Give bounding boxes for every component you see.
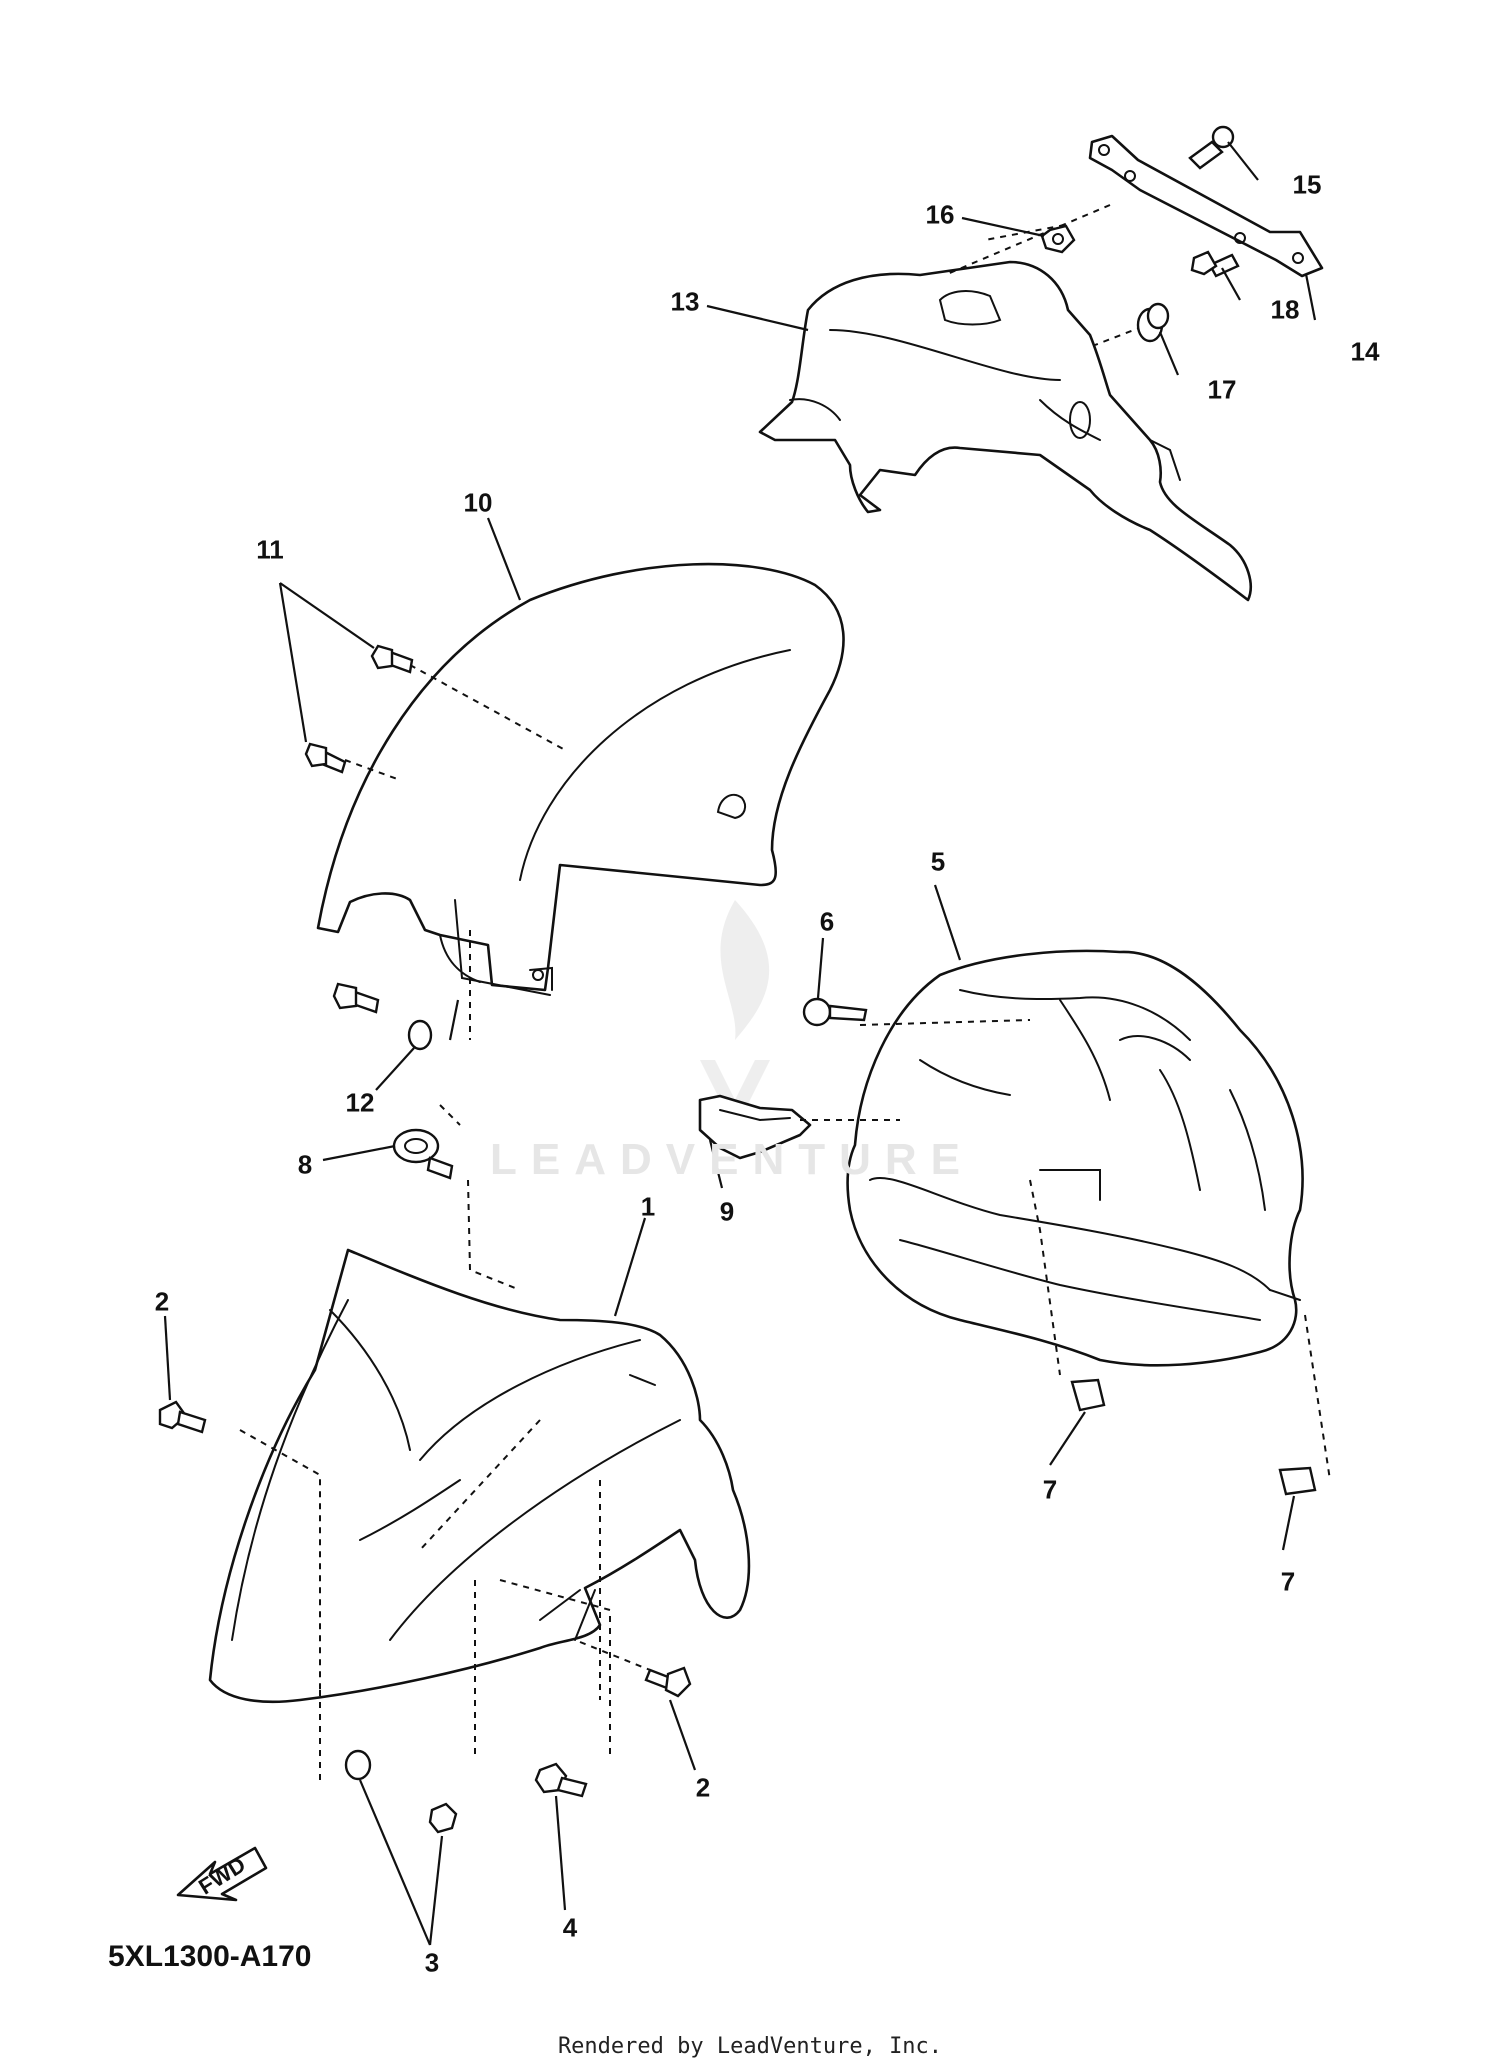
callout-2b: 2 <box>695 1772 711 1803</box>
part-1-front-fender <box>208 1248 751 1704</box>
callout-10: 10 <box>463 487 493 518</box>
clip-7b-icon <box>1278 1466 1317 1496</box>
callout-3: 3 <box>424 1947 440 1978</box>
nut-3a-icon <box>344 1749 372 1781</box>
nut-3b-icon <box>428 1802 458 1834</box>
watermark-logo <box>700 900 770 1130</box>
callout-11: 11 <box>256 534 284 565</box>
bolt-2b-icon <box>644 1666 692 1698</box>
bolt-12-icon <box>332 982 380 1014</box>
callout-13: 13 <box>670 286 700 317</box>
callout-16: 16 <box>925 199 955 230</box>
callout-8: 8 <box>297 1149 313 1180</box>
fwd-arrow-icon: FWD <box>176 1846 268 1902</box>
callout-18: 18 <box>1270 294 1300 325</box>
dashed-assembly-lines <box>239 204 1331 1780</box>
callout-7a: 7 <box>1042 1474 1058 1505</box>
callout-5: 5 <box>930 846 946 877</box>
callout-14: 14 <box>1350 336 1380 367</box>
bolt-11b-icon <box>304 742 347 774</box>
nut-16-icon <box>1040 224 1076 254</box>
bolt-18-icon <box>1190 250 1240 278</box>
grommet-8-icon <box>392 1128 454 1180</box>
callout-4: 4 <box>562 1912 578 1943</box>
bolt-6-icon <box>802 997 868 1027</box>
clip-7a-icon <box>1070 1378 1106 1412</box>
callout-6: 6 <box>819 906 835 937</box>
bolt-15-icon <box>1188 125 1235 170</box>
part-13-rear-fender <box>758 260 1252 602</box>
callout-7b: 7 <box>1280 1566 1296 1597</box>
callout-9: 9 <box>719 1196 735 1227</box>
part-9-clip <box>698 1094 812 1160</box>
bolt-11a-icon <box>370 644 414 674</box>
footer-credit: Rendered by LeadVenture, Inc. <box>557 2034 943 2059</box>
callout-17: 17 <box>1207 374 1237 405</box>
bolt-2a-icon <box>158 1400 207 1434</box>
grommet-17-icon <box>1136 302 1170 343</box>
callout-12: 12 <box>345 1087 375 1118</box>
part-14-bracket <box>1088 134 1324 278</box>
washer-12-icon <box>407 1019 433 1051</box>
leader-lines <box>163 141 1317 1946</box>
part-5-inner-liner <box>846 949 1304 1367</box>
callout-2a: 2 <box>154 1286 170 1317</box>
callout-1: 1 <box>640 1191 656 1222</box>
bolt-4-icon <box>534 1762 588 1798</box>
callout-15: 15 <box>1292 169 1322 200</box>
watermark-text: LEADVENTURE <box>490 1135 975 1184</box>
diagram-code: 5XL1300-A170 <box>108 1940 312 1973</box>
part-10-fender <box>316 562 845 996</box>
